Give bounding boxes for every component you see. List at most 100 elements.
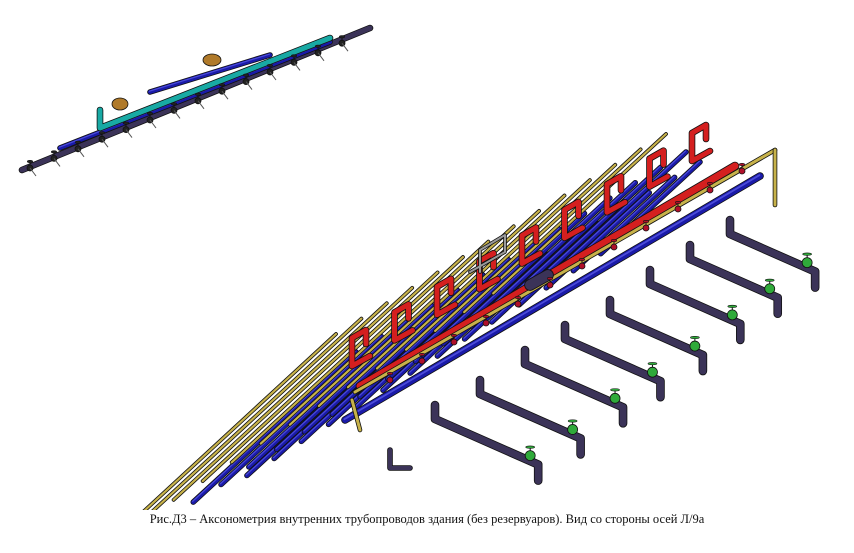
red-valve-10-handwheel bbox=[674, 201, 681, 205]
outlet-line-4-body bbox=[561, 321, 664, 401]
blue-branch-pipe-a-3-highlight bbox=[247, 319, 407, 467]
red-valve-1-handwheel bbox=[386, 371, 393, 375]
small-valve-5-handwheel bbox=[123, 121, 130, 125]
red-expansion-loop-7-body bbox=[604, 173, 628, 215]
small-valve-3-handwheel bbox=[75, 140, 82, 144]
red-valve-12 bbox=[738, 163, 746, 175]
red-valve-2-body bbox=[418, 357, 426, 365]
small-valve-9 bbox=[218, 83, 226, 95]
small-blue-main-body bbox=[58, 40, 332, 150]
yellow-branch-pipe-7-body bbox=[288, 240, 490, 426]
small-stub-4 bbox=[101, 138, 109, 148]
red-expansion-loop-3-body bbox=[434, 276, 458, 318]
red-valve-2 bbox=[418, 352, 426, 365]
blue-branch-pipe-a-3 bbox=[246, 318, 410, 470]
small-valve-10 bbox=[242, 73, 250, 85]
yellow-drop-left bbox=[349, 397, 363, 433]
yellow-branch-pipe-11-body bbox=[404, 179, 591, 351]
green-outlet-valve-7-handwheel bbox=[764, 278, 775, 282]
green-outlet-valve-6-body bbox=[726, 309, 738, 321]
small-valve-10-handwheel bbox=[243, 73, 250, 77]
outlet-line-5-body bbox=[606, 296, 707, 375]
blue-branch-pipe-a-1-body bbox=[191, 350, 358, 505]
red-valve-4-handwheel bbox=[482, 314, 489, 318]
red-valve-10-body bbox=[674, 205, 682, 213]
green-outlet-valve-8-body bbox=[801, 257, 813, 269]
small-valve-13 bbox=[314, 44, 322, 57]
red-valve-9-handwheel bbox=[642, 220, 649, 224]
grey-bypass-frame-body bbox=[469, 234, 506, 273]
small-stub-5 bbox=[125, 129, 133, 138]
outlet-line-6 bbox=[645, 265, 745, 345]
horizontal-branch-pipes bbox=[142, 132, 703, 510]
outlet-line-1-body bbox=[431, 401, 542, 485]
outlet-line-2 bbox=[475, 375, 585, 459]
small-valve-2-handwheel bbox=[50, 150, 57, 154]
blue-branch-pipe-a-14-body bbox=[552, 150, 688, 276]
small-valve-4 bbox=[98, 131, 106, 143]
small-stub-1 bbox=[29, 167, 37, 177]
red-valve-11-body bbox=[706, 186, 714, 194]
dark-drain-left bbox=[387, 447, 413, 471]
small-valve-1 bbox=[26, 160, 34, 172]
outlet-line-4 bbox=[560, 320, 665, 402]
green-outlet-valve-2-body bbox=[567, 424, 579, 435]
small-valve-13-handwheel bbox=[314, 44, 321, 48]
red-expansion-loop-1-body bbox=[349, 327, 373, 369]
green-outlet-valve-3-body bbox=[609, 392, 621, 404]
small-valve-5 bbox=[122, 121, 130, 134]
outlet-line-8 bbox=[725, 215, 820, 292]
blue-branch-pipe-a-4-highlight bbox=[275, 304, 433, 450]
red-expansion-loop-6 bbox=[561, 198, 586, 242]
top-left-pipeline-view bbox=[18, 24, 374, 177]
red-valve-3-body bbox=[450, 338, 458, 346]
small-stub-7 bbox=[173, 110, 181, 119]
red-valve-11 bbox=[706, 182, 714, 194]
blue-branch-pipe-a-14 bbox=[551, 149, 689, 276]
outlet-line-3-body bbox=[521, 346, 627, 427]
outlet-line-2-body bbox=[476, 376, 585, 458]
small-valve-12 bbox=[290, 54, 298, 66]
red-expansion-loop-1 bbox=[348, 326, 374, 370]
small-tank-left bbox=[111, 97, 129, 111]
small-valve-2 bbox=[50, 150, 58, 162]
red-expansion-loop-7 bbox=[603, 172, 629, 216]
small-stub-8 bbox=[197, 100, 205, 110]
yellow-branch-pipe-6 bbox=[258, 255, 465, 446]
red-expansion-loop-6-body bbox=[562, 199, 585, 241]
blue-main-collector bbox=[341, 172, 764, 424]
small-stub-2 bbox=[53, 158, 61, 167]
green-outlet-valve-1-body bbox=[524, 450, 536, 462]
yellow-branch-pipe-9 bbox=[346, 209, 541, 390]
green-outlet-valve-4 bbox=[647, 362, 658, 378]
outlet-line-7 bbox=[685, 240, 783, 319]
small-stub-11 bbox=[269, 71, 277, 81]
dark-header-stub-body bbox=[525, 270, 553, 290]
red-valve-12-handwheel bbox=[738, 163, 745, 167]
small-blue-upper-highlight bbox=[148, 53, 270, 92]
red-valve-11-handwheel bbox=[706, 182, 713, 186]
small-valve-8 bbox=[194, 92, 202, 105]
dark-drain-left-body bbox=[388, 448, 412, 470]
red-expansion-loop-3 bbox=[433, 275, 459, 319]
outlet-line-3 bbox=[520, 345, 628, 428]
green-outlet-valve-3 bbox=[609, 388, 621, 404]
small-valve-14-handwheel bbox=[338, 35, 345, 39]
blue-branch-pipe-a-4-body bbox=[274, 303, 435, 452]
small-valve-14 bbox=[338, 35, 346, 47]
yellow-main-collector bbox=[352, 147, 778, 395]
red-expansion-loop-2 bbox=[391, 301, 416, 344]
small-stub-6 bbox=[149, 119, 157, 129]
red-valve-4-body bbox=[482, 319, 490, 327]
blue-branch-pipe-a-5-highlight bbox=[303, 289, 458, 432]
red-valve-5-body bbox=[514, 300, 522, 308]
red-valve-9-body bbox=[642, 224, 650, 232]
yellow-main-collector-body bbox=[353, 148, 777, 394]
small-valve-1-handwheel bbox=[26, 160, 33, 164]
blue-branch-pipe-a-3-body bbox=[246, 319, 409, 469]
small-blue-upper-body bbox=[148, 53, 272, 94]
green-outlet-valve-3-handwheel bbox=[610, 388, 620, 392]
yellow-branch-pipe-9-body bbox=[346, 209, 541, 389]
small-tank-right bbox=[202, 53, 222, 67]
green-outlet-valve-2 bbox=[567, 419, 579, 435]
